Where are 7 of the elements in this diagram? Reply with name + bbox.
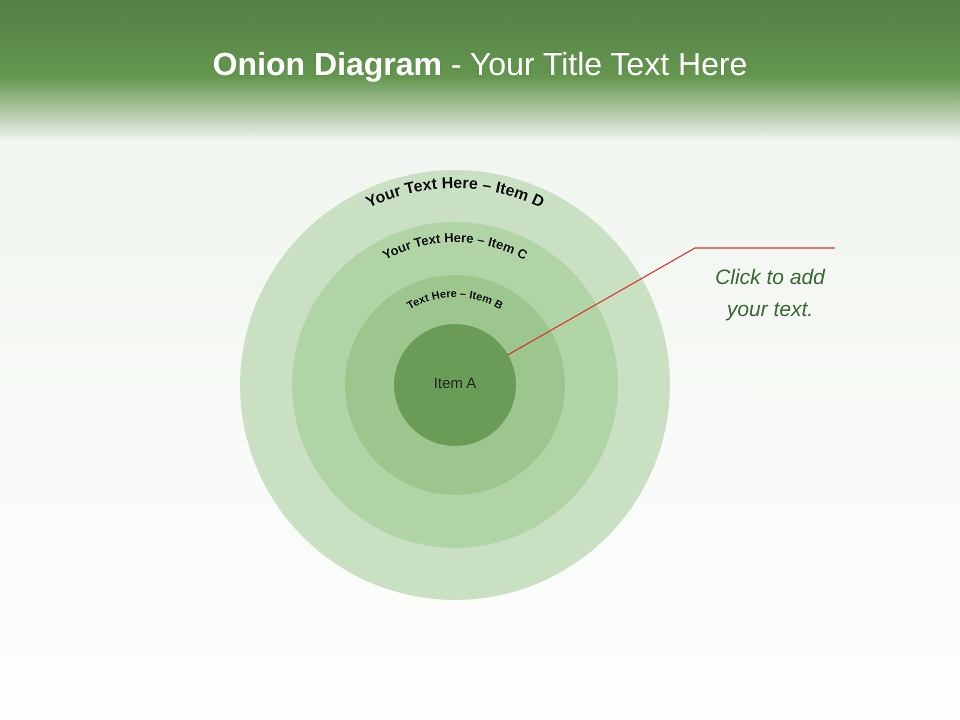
ring-label: Your Text Here – Item C: [380, 230, 530, 263]
ring-label: Text Here – Item B: [405, 288, 505, 312]
ring-label: Your Text Here – Item D: [363, 174, 546, 212]
item-label: Item A: [432, 375, 478, 392]
callout-text: Click to add your text.: [695, 248, 845, 326]
slide-title: Onion Diagram - Your Title Text Here: [212, 46, 748, 83]
leader-line: [508, 247, 835, 356]
